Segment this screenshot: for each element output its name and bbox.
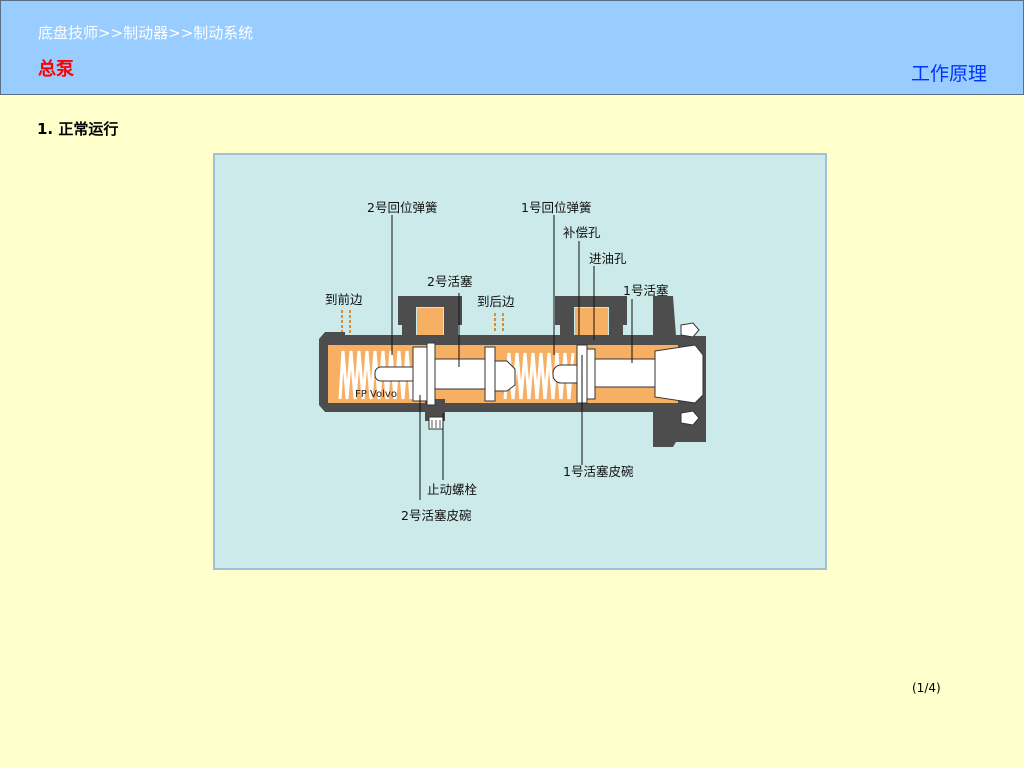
label-piston-2: 2号活塞 <box>427 274 473 289</box>
label-to-rear: 到后边 <box>477 294 515 309</box>
stopper-bolt <box>425 399 445 430</box>
leader-lines <box>391 215 633 500</box>
label-piston-cup-2: 2号活塞皮碗 <box>401 508 471 523</box>
master-cylinder-illustration: FP Volvo 2号回位弹簧 1号回位弹簧 补偿孔 进油孔 2号活塞 1号活塞… <box>319 200 706 523</box>
label-piston-cup-1: 1号活塞皮碗 <box>563 464 633 479</box>
piston-2 <box>374 342 496 406</box>
step-heading: 1. 正常运行 <box>37 120 119 138</box>
header-bar: 底盘技师>>制动器>>制动系统 总泵 工作原理 <box>0 0 1024 95</box>
breadcrumb[interactable]: 底盘技师>>制动器>>制动系统 <box>38 24 254 42</box>
label-compensating-port: 补偿孔 <box>563 225 601 240</box>
return-spring-1 <box>503 352 575 400</box>
page-title: 总泵 <box>38 59 74 80</box>
retainer-clip <box>680 322 700 426</box>
outlet-port-rear <box>494 313 504 333</box>
label-return-spring-2: 2号回位弹簧 <box>367 200 437 215</box>
section-title: 工作原理 <box>910 63 987 85</box>
page-indicator: (1/4) <box>912 681 941 695</box>
pushrod-socket <box>654 344 704 404</box>
label-stopper-bolt: 止动螺栓 <box>427 482 478 497</box>
watermark-text: FP Volvo <box>355 389 397 400</box>
label-inlet-port: 进油孔 <box>589 251 627 266</box>
outlet-port-front <box>341 310 351 333</box>
label-return-spring-1: 1号回位弹簧 <box>521 200 591 215</box>
label-to-front: 到前边 <box>325 292 363 307</box>
label-piston-1: 1号活塞 <box>623 283 669 298</box>
master-cylinder-diagram: FP Volvo 2号回位弹簧 1号回位弹簧 补偿孔 进油孔 2号活塞 1号活塞… <box>213 153 827 570</box>
